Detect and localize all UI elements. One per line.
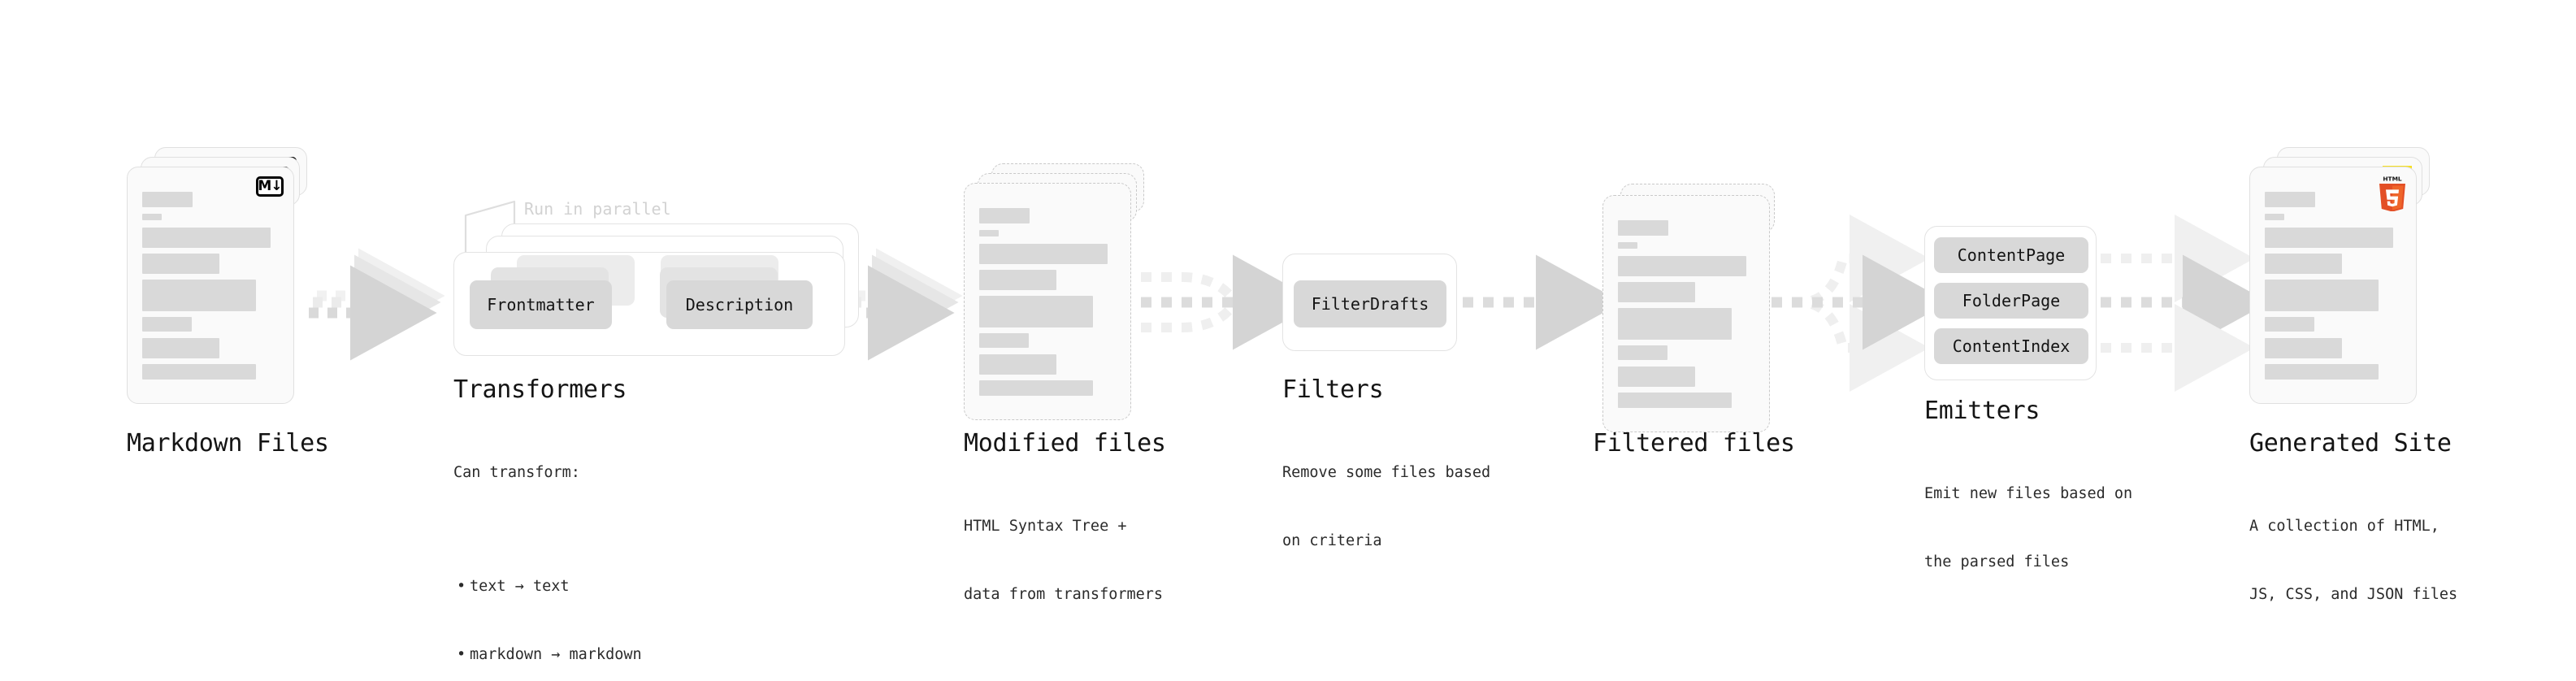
filters-title: Filters xyxy=(1282,375,1384,404)
modified-files-title: Modified files xyxy=(964,429,1166,458)
skeleton-bar xyxy=(2265,317,2314,332)
arrow-markdown-to-transformers xyxy=(309,248,445,361)
skeleton-bar xyxy=(2265,228,2393,248)
arrow-emitters-to-generated xyxy=(2080,215,2270,392)
transformer-pill-frontmatter[interactable]: Frontmatter xyxy=(470,280,612,329)
filtered-card-front[interactable] xyxy=(1602,195,1770,432)
skeleton-bar xyxy=(142,228,271,248)
markdown-files-title: Markdown Files xyxy=(127,429,329,458)
skeleton-bar xyxy=(2265,254,2342,274)
transformers-caption: Can transform: text → text markdown → ma… xyxy=(453,416,642,681)
transformers-bullet: markdown → markdown xyxy=(457,644,642,666)
caption-line: A collection of HTML, xyxy=(2249,518,2439,535)
skeleton-bar xyxy=(1618,256,1746,276)
skeleton-bar xyxy=(2265,364,2379,380)
emitter-pill-folderpage[interactable]: FolderPage xyxy=(1934,283,2088,319)
transformers-bullet: text → text xyxy=(457,575,642,598)
skeleton-bar xyxy=(142,317,192,332)
skeleton-bar xyxy=(142,254,219,274)
filter-pill-filterdrafts[interactable]: FilterDrafts xyxy=(1294,280,1446,327)
markdown-icon: M↓ xyxy=(256,176,284,197)
skeleton-bar xyxy=(142,338,219,358)
modified-card-front[interactable] xyxy=(964,183,1131,420)
caption-line: Remove some files based xyxy=(1282,464,1491,481)
skeleton-bar xyxy=(1618,242,1637,249)
html5-icon: HTML xyxy=(2377,174,2408,212)
skeleton-bar xyxy=(979,230,999,236)
skeleton-bar xyxy=(979,244,1108,264)
arrow-filtered-to-emitters xyxy=(1772,215,1949,392)
caption-line: data from transformers xyxy=(964,586,1164,603)
skeleton-bar xyxy=(979,208,1030,223)
generated-site-caption: A collection of HTML, JS, CSS, and JSON … xyxy=(2249,470,2457,652)
run-in-parallel-label: Run in parallel xyxy=(524,199,671,219)
arrow-modified-to-filters xyxy=(1141,254,1320,350)
emitters-title: Emitters xyxy=(1924,397,2040,425)
caption-line: HTML Syntax Tree + xyxy=(964,518,1127,535)
caption-line: JS, CSS, and JSON files xyxy=(2249,586,2458,603)
skeleton-bar xyxy=(1618,393,1732,408)
skeleton-bar xyxy=(2265,338,2342,358)
transformer-pill-description[interactable]: Description xyxy=(666,280,813,329)
skeleton-bar xyxy=(142,364,256,380)
svg-text:HTML: HTML xyxy=(2383,176,2402,183)
skeleton-bar xyxy=(979,380,1093,396)
skeleton-bar xyxy=(142,214,162,220)
markdown-card-front[interactable]: M↓ xyxy=(127,167,294,404)
skeleton-bar xyxy=(2265,214,2284,220)
skeleton-bar xyxy=(979,354,1056,375)
modified-files-caption: HTML Syntax Tree + data from transformer… xyxy=(964,470,1163,652)
emitter-pill-contentpage[interactable]: ContentPage xyxy=(1934,237,2088,273)
emitter-pill-contentindex[interactable]: ContentIndex xyxy=(1934,328,2088,364)
transformers-caption-heading: Can transform: xyxy=(453,464,580,481)
skeleton-bar xyxy=(979,270,1056,290)
skeleton-bar xyxy=(1618,345,1667,360)
caption-line: the parsed files xyxy=(1924,553,2070,570)
generated-site-title: Generated Site xyxy=(2249,429,2452,458)
filters-caption: Remove some files based on criteria xyxy=(1282,416,1490,598)
skeleton-bar xyxy=(2265,280,2379,311)
generated-card-front[interactable]: HTML xyxy=(2249,167,2417,404)
skeleton-bar xyxy=(1618,367,1695,387)
caption-line: Emit new files based on xyxy=(1924,485,2133,502)
filtered-files-title: Filtered files xyxy=(1593,429,1795,458)
skeleton-bar xyxy=(1618,220,1668,236)
skeleton-bar xyxy=(1618,308,1732,340)
caption-line: on criteria xyxy=(1282,532,1382,549)
skeleton-bar xyxy=(1618,282,1695,302)
transformers-title: Transformers xyxy=(453,375,627,404)
skeleton-bar xyxy=(979,296,1093,327)
emitters-caption: Emit new files based on the parsed files xyxy=(1924,437,2132,619)
skeleton-bar xyxy=(979,333,1029,348)
skeleton-bar xyxy=(142,192,193,207)
skeleton-bar xyxy=(2265,192,2315,207)
skeleton-bar xyxy=(142,280,256,311)
transformers-bullet-list: text → text markdown → markdown html → h… xyxy=(453,530,642,681)
